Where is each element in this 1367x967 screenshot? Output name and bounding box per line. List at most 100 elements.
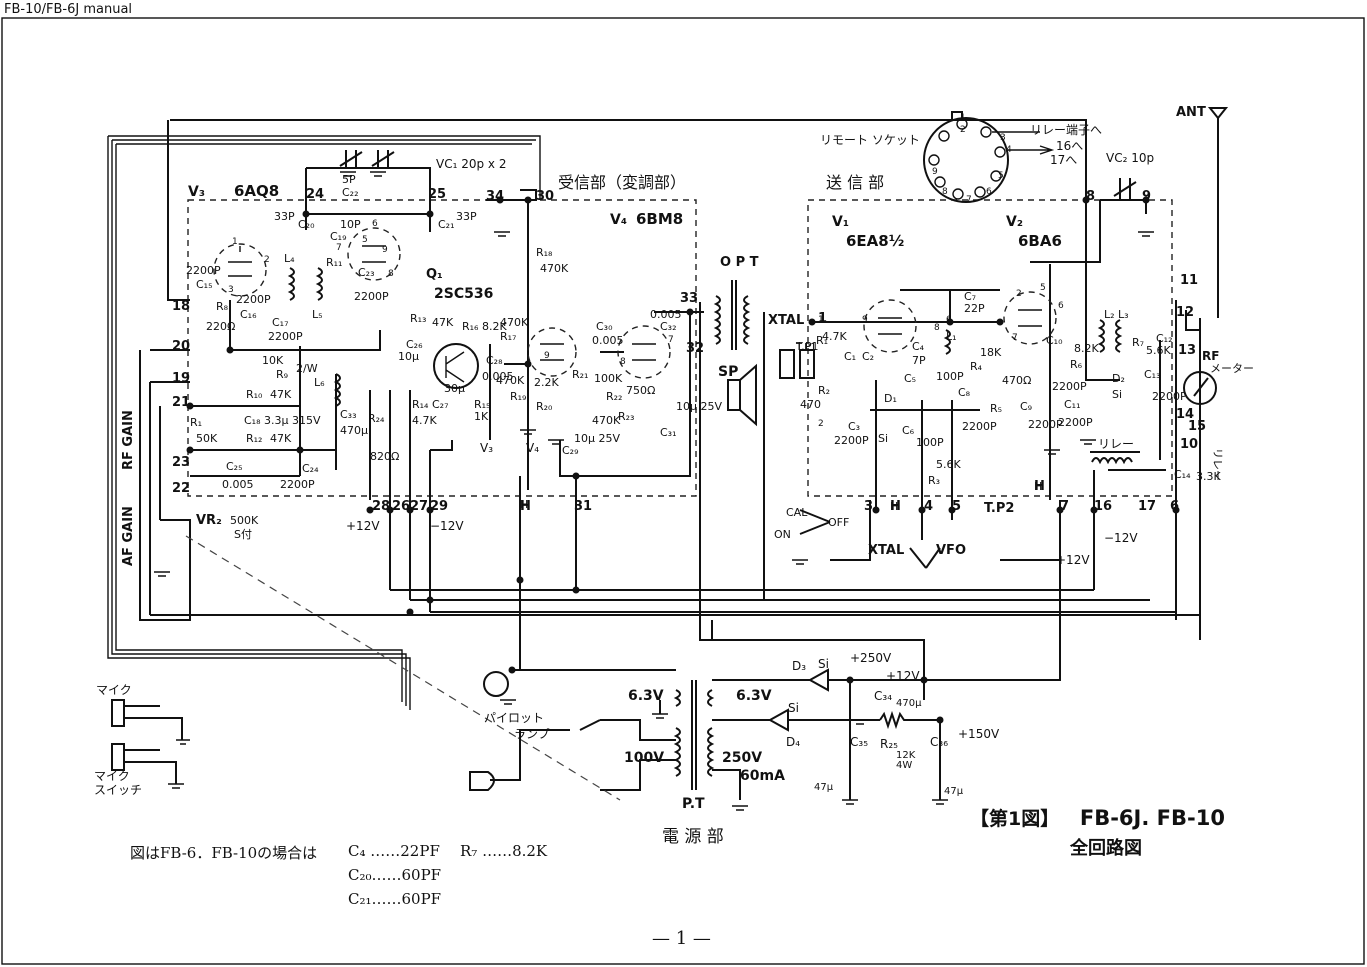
figure-label: 【第1図】 bbox=[970, 808, 1060, 830]
figure-caption: 【第1図】 FB-6J. FB-10 bbox=[970, 804, 1225, 831]
v4-tube-right bbox=[617, 325, 671, 379]
component-label-89: 7P bbox=[912, 354, 926, 367]
component-label-86: D₁ bbox=[884, 392, 897, 405]
pin-label-8: 7 bbox=[668, 335, 674, 345]
node-label-27: 11 bbox=[1180, 273, 1198, 288]
v3-tube-right bbox=[347, 227, 401, 281]
component-label-116: R₇ bbox=[1132, 336, 1144, 349]
receiver-section-title: 受信部（変調部） bbox=[558, 173, 686, 192]
component-label-96: C₇ bbox=[964, 290, 976, 303]
d3-label: D₃ bbox=[792, 659, 806, 673]
node-label-4: 23 bbox=[172, 455, 190, 470]
node-label-14: 27 bbox=[410, 499, 428, 514]
component-label-7: 2200P bbox=[268, 330, 303, 343]
c34-value: 470μ bbox=[896, 698, 922, 709]
pin-label-23: 4 bbox=[1006, 145, 1012, 155]
node-label-18: 3 bbox=[864, 499, 873, 514]
pin-label-0: 1 bbox=[232, 237, 238, 247]
component-label-110: 2200P bbox=[1058, 416, 1093, 429]
node-label-23: 17 bbox=[1138, 499, 1156, 514]
node-label-22: 16 bbox=[1094, 499, 1112, 514]
component-label-107: C₁₀ bbox=[1046, 334, 1063, 347]
component-label-75: 0.005 bbox=[650, 308, 682, 321]
component-label-50: 1K bbox=[474, 410, 489, 423]
component-label-15: 47K bbox=[270, 388, 292, 401]
component-label-37: C₁₉ bbox=[330, 230, 347, 243]
note-c21: C₂₁……60PF bbox=[348, 890, 442, 908]
plus12-tx-label: +12V bbox=[1056, 553, 1090, 567]
remote-socket-ring bbox=[923, 117, 1009, 203]
vr2-switch: S付 bbox=[234, 528, 252, 541]
r25-watt: 4W bbox=[896, 760, 912, 771]
component-label-43: C₂₆ bbox=[406, 338, 423, 351]
pin-label-5: 7 bbox=[336, 243, 342, 253]
xtal-label: XTAL bbox=[768, 313, 804, 328]
component-label-29: 820Ω bbox=[370, 450, 399, 463]
tp2-label: T.P2 bbox=[984, 501, 1014, 516]
document-header: FB-10/FB-6J manual bbox=[4, 2, 133, 17]
component-label-40: R₁₁ bbox=[326, 256, 342, 269]
component-label-13: 2/W bbox=[296, 362, 318, 375]
component-label-25: 2200P bbox=[280, 478, 315, 491]
component-label-81: 470 bbox=[800, 398, 821, 411]
mic-switch-label-2: スイッチ bbox=[94, 783, 142, 797]
node-label-19: 4 bbox=[924, 499, 933, 514]
pin-label-1: 2 bbox=[264, 255, 270, 265]
component-label-42: 47K bbox=[432, 316, 454, 329]
node-label-10: 33 bbox=[680, 291, 698, 306]
pin-label-28: 9 bbox=[932, 167, 938, 177]
component-label-115: C₁₂ bbox=[1156, 332, 1173, 345]
component-label-0: C₁₅ bbox=[196, 278, 213, 291]
c36-label: C₃₆ bbox=[930, 735, 948, 749]
c36-value: 47μ bbox=[944, 786, 964, 797]
pin-label-24: 5 bbox=[998, 171, 1004, 181]
component-label-22: C₂₅ bbox=[226, 460, 243, 473]
component-label-49: R₁₅ bbox=[474, 398, 490, 411]
component-label-64: 10μ 25V bbox=[574, 432, 620, 445]
component-label-84: C₃ bbox=[848, 420, 860, 433]
component-label-99: R₄ bbox=[970, 360, 983, 373]
component-label-51: R₁₆ bbox=[462, 320, 479, 333]
component-label-21: 50K bbox=[196, 432, 218, 445]
component-label-109: C₁₁ bbox=[1064, 398, 1081, 411]
component-label-14: R₁₀ bbox=[246, 388, 263, 401]
component-label-73: C₃₁ bbox=[660, 426, 677, 439]
component-label-88: C₄ bbox=[912, 340, 925, 353]
component-label-11: R₉ bbox=[276, 368, 288, 381]
pin-label-19: 7 bbox=[1012, 333, 1018, 343]
pin-label-27: 8 bbox=[942, 187, 948, 197]
pin-label-12: 2 bbox=[818, 419, 824, 429]
pin-label-21: 2 bbox=[960, 125, 966, 135]
pin-label-13: 9 bbox=[862, 315, 868, 325]
component-label-32: 5P bbox=[342, 173, 356, 186]
vc1-label: VC₁ 20p x 2 bbox=[436, 157, 506, 171]
component-label-66: C₃₀ bbox=[596, 320, 613, 333]
component-label-23: 0.005 bbox=[222, 478, 254, 491]
node-label-13: 26 bbox=[392, 499, 410, 514]
v3-heater-label: V₃ bbox=[480, 441, 493, 455]
component-label-31: C₂₀ bbox=[298, 218, 315, 231]
component-label-90: C₅ bbox=[904, 372, 916, 385]
on-label: ON bbox=[774, 528, 791, 541]
si2-label: Si bbox=[788, 701, 799, 715]
h-label-2: H bbox=[890, 500, 898, 513]
pin-label-9: 8 bbox=[620, 357, 626, 367]
component-label-101: C₈ bbox=[958, 386, 971, 399]
component-label-95: 5.6K bbox=[936, 458, 961, 471]
v4-tube-left bbox=[527, 327, 577, 377]
component-label-93: 100P bbox=[916, 436, 944, 449]
component-label-74: 10μ 25V bbox=[676, 400, 722, 413]
node-label-24: 6 bbox=[1170, 499, 1179, 514]
ant-label: ANT bbox=[1176, 105, 1206, 120]
pin-label-22: 3 bbox=[1000, 133, 1006, 143]
v250-label: 250V bbox=[722, 750, 762, 766]
component-label-82: C₁ bbox=[844, 350, 856, 363]
to17-label: 17へ bbox=[1050, 153, 1077, 167]
sp-label: SP bbox=[718, 364, 738, 380]
component-label-9: L₅ bbox=[312, 308, 323, 321]
note-c4: C₄ ……22PF bbox=[348, 842, 440, 860]
component-label-55: 470K bbox=[500, 316, 529, 329]
